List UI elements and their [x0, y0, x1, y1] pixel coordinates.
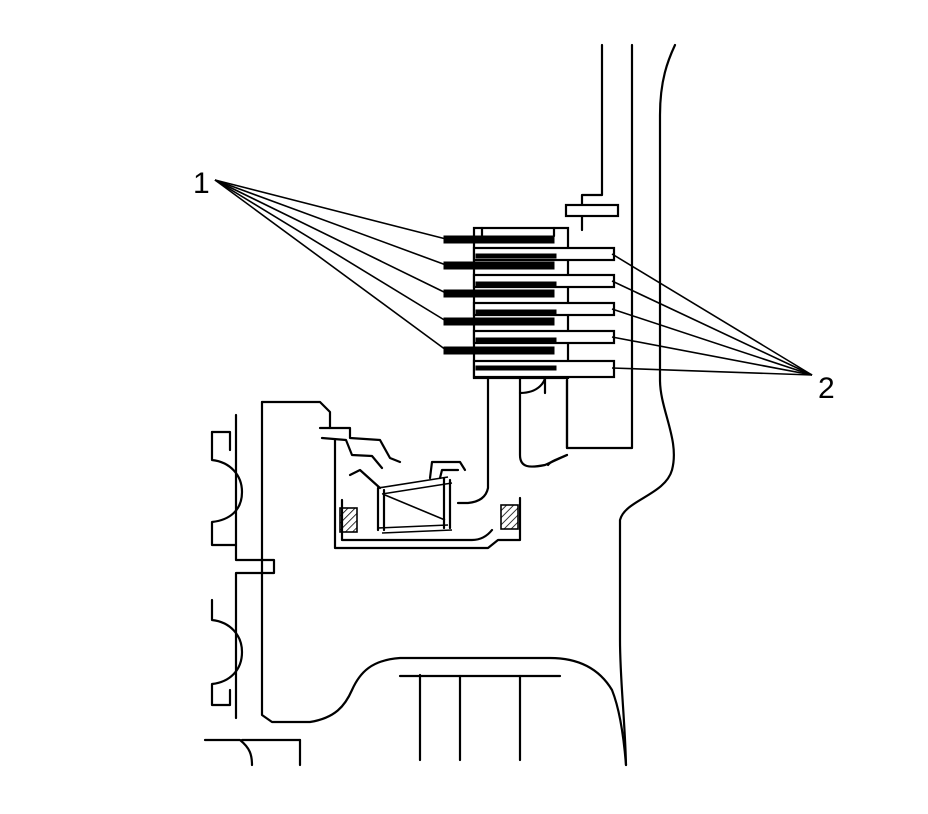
fiber-plate: [443, 289, 555, 298]
return-spring: [376, 476, 453, 534]
callout-label-2: 2: [818, 372, 835, 405]
leader-lines-2: [611, 253, 813, 376]
outer-housing: [564, 43, 677, 767]
clutch-hub: [456, 376, 569, 505]
fiber-plate: [443, 346, 555, 355]
seal-left: [339, 507, 358, 533]
clutch-plate-stack: [443, 226, 616, 380]
seal-right: [500, 504, 519, 530]
left-housing: [203, 400, 628, 767]
piston-assembly: [318, 426, 522, 550]
leader-lines-1: [214, 179, 447, 351]
callout-label-1: 1: [193, 167, 210, 200]
fiber-plate: [443, 261, 555, 270]
fiber-plate: [443, 317, 555, 326]
fiber-plate: [443, 235, 555, 244]
